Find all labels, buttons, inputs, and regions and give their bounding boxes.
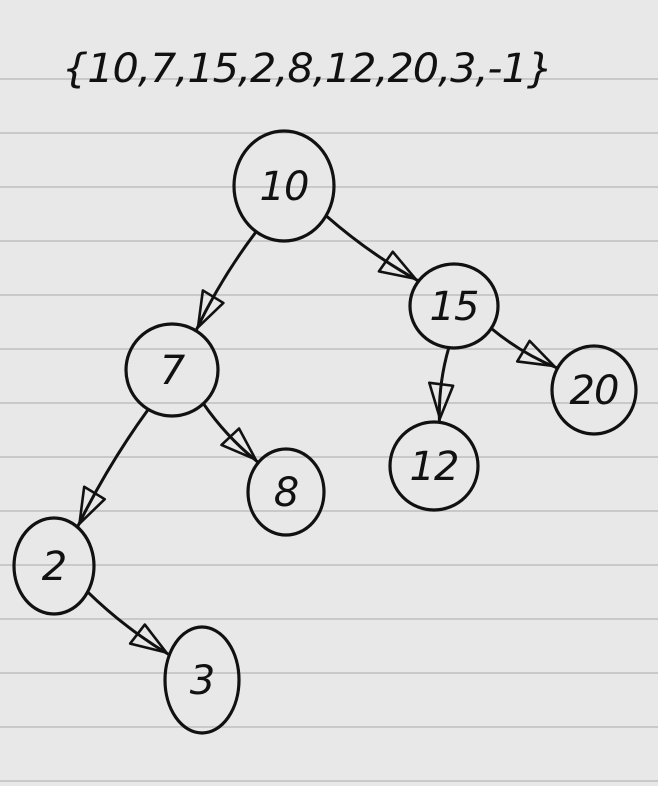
tree-node-20: 20	[550, 344, 638, 436]
node-circle	[232, 129, 336, 243]
arrowhead-n8	[220, 427, 257, 461]
node-circle	[163, 625, 241, 735]
node-circle	[388, 420, 480, 512]
tree-node-15: 15	[408, 262, 500, 350]
input-sequence: {10,7,15,2,8,12,20,3,-1}	[62, 46, 552, 92]
edge-layer	[75, 214, 560, 657]
edge-n10-n7	[194, 230, 258, 333]
arrowhead-n3	[128, 623, 168, 654]
node-label: 3	[190, 658, 214, 704]
tree-node-3: 3	[163, 625, 241, 735]
node-circle	[124, 322, 220, 418]
arrowhead-n7	[196, 289, 225, 329]
node-label: 20	[570, 368, 619, 414]
edge-n2-n3	[86, 590, 171, 657]
tree-node-12: 12	[388, 420, 480, 512]
arrowhead-n15	[377, 250, 417, 281]
node-circle	[408, 262, 500, 350]
node-label: 7	[160, 348, 186, 394]
node-circle	[12, 516, 96, 616]
node-label: 2	[42, 544, 66, 590]
arrowhead-n20	[515, 339, 556, 368]
tree-node-7: 7	[124, 322, 220, 418]
node-label: 8	[274, 470, 298, 516]
tree-node-2: 2	[12, 516, 96, 616]
node-label: 10	[260, 164, 309, 210]
edge-n7-n2	[75, 407, 150, 529]
tree-node-8: 8	[246, 447, 326, 537]
arrowhead-n2	[78, 485, 107, 525]
edge-n7-n8	[201, 402, 260, 464]
arrowhead-n12	[427, 381, 455, 420]
edge-n10-n15	[324, 214, 421, 283]
node-circle	[550, 344, 638, 436]
node-layer: 10 7 15 2 8 12 20 3	[12, 129, 638, 735]
node-label: 15	[430, 284, 479, 330]
node-label: 12	[410, 444, 459, 490]
tree-node-10: 10	[232, 129, 336, 243]
node-circle	[246, 447, 326, 537]
